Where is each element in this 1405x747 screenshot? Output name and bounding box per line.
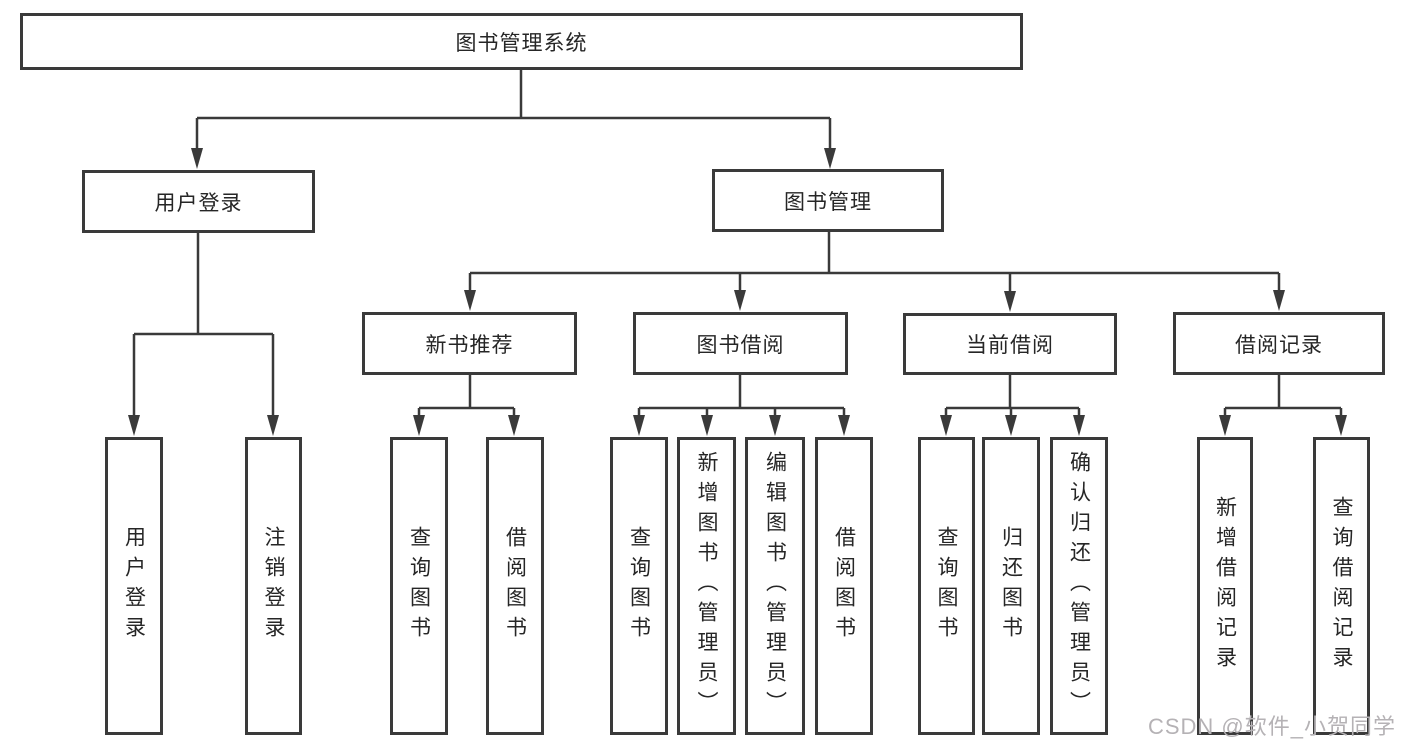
connector-borrow-records-children <box>1223 375 1343 431</box>
leaf-confirm-return-admin: 确认归还（管理员） <box>1050 437 1108 735</box>
node-user-login: 用户登录 <box>82 170 315 233</box>
leaf-logout: 注销登录 <box>245 437 302 735</box>
node-current-borrow: 当前借阅 <box>903 313 1117 375</box>
csdn-watermark: CSDN @软件_小贺同学 <box>1147 714 1396 739</box>
arrowheads <box>128 148 1347 436</box>
node-new-book-recommend: 新书推荐 <box>362 312 577 375</box>
leaf-add-book-admin: 新增图书（管理员） <box>677 437 736 735</box>
leaf-add-borrow-record: 新增借阅记录 <box>1197 437 1253 735</box>
leaf-borrow-books-recommend: 借阅图书 <box>486 437 544 735</box>
node-borrow-records: 借阅记录 <box>1173 312 1385 375</box>
connector-book-borrow-children <box>637 375 846 431</box>
leaf-borrow-books: 借阅图书 <box>815 437 873 735</box>
leaf-return-books: 归还图书 <box>982 437 1040 735</box>
leaf-user-login: 用户登录 <box>105 437 163 735</box>
leaf-query-borrow-record: 查询借阅记录 <box>1313 437 1370 735</box>
node-book-management: 图书管理 <box>712 169 944 232</box>
leaf-query-books-recommend: 查询图书 <box>390 437 448 735</box>
leaf-query-books-borrow: 查询图书 <box>610 437 668 735</box>
leaf-edit-book-admin: 编辑图书（管理员） <box>745 437 805 735</box>
connector-new-book-children <box>417 375 516 431</box>
node-book-borrow: 图书借阅 <box>633 312 848 375</box>
connector-book-mgmt-children <box>468 232 1281 307</box>
connector-root-to-level2 <box>195 70 832 164</box>
connector-user-login-children <box>132 233 275 431</box>
leaf-query-books-current: 查询图书 <box>918 437 975 735</box>
node-library-system: 图书管理系统 <box>20 13 1023 70</box>
